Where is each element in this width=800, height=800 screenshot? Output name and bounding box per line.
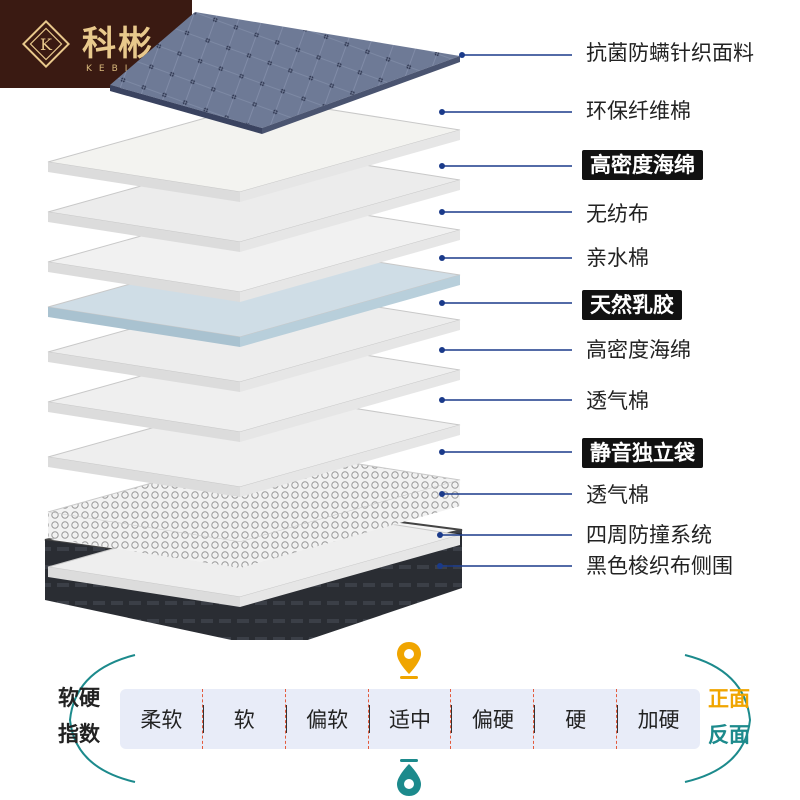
level-tick xyxy=(367,689,369,749)
layer-label: 透气棉 xyxy=(586,483,649,507)
level-separator xyxy=(617,705,619,733)
level-separator xyxy=(534,705,536,733)
scale-title-line2: 指数 xyxy=(58,722,100,746)
location-pin-icon xyxy=(397,642,421,679)
scale-arcs xyxy=(68,654,752,783)
layer-label: 天然乳胶 xyxy=(582,290,682,320)
firmness-level: 软 xyxy=(233,708,255,732)
layer-sheet xyxy=(47,449,461,568)
level-tick xyxy=(533,689,535,749)
layer-label: 透气棉 xyxy=(586,389,649,413)
leader-dot xyxy=(439,109,445,115)
layer-label: 抗菌防螨针织面料 xyxy=(586,41,754,65)
layer-label: 高密度海绵 xyxy=(586,338,691,362)
leader-dot xyxy=(459,52,465,58)
level-tick xyxy=(616,689,618,749)
firmness-level: 硬 xyxy=(565,708,587,732)
leader-dot xyxy=(439,209,445,215)
level-tick xyxy=(450,689,452,749)
leader-dot xyxy=(439,397,445,403)
leader-dot xyxy=(439,347,445,353)
layer-label: 黑色梭织布侧围 xyxy=(586,554,733,578)
layer-sheet xyxy=(47,99,461,202)
firmness-scale: 软硬 指数 柔软 软 偏软 适中 偏硬 硬 加硬 正面 反面 xyxy=(0,640,800,800)
back-side-label: 反面 xyxy=(708,723,750,747)
front-side-label: 正面 xyxy=(708,687,750,711)
mattress-layer-stack xyxy=(44,12,572,640)
layer-label: 四周防撞系统 xyxy=(586,523,712,547)
firmness-level: 加硬 xyxy=(637,708,680,732)
scale-title-line1: 软硬 xyxy=(58,686,100,710)
brand-name: 科彬 xyxy=(82,24,154,64)
firmness-level: 柔软 xyxy=(140,708,183,732)
firmness-level: 偏软 xyxy=(306,708,349,732)
firmness-bar: 柔软 软 偏软 适中 偏硬 硬 加硬 xyxy=(120,689,700,749)
leader-dot xyxy=(439,255,445,261)
layer-label: 高密度海绵 xyxy=(582,150,703,180)
level-tick xyxy=(201,689,203,749)
leader-dot xyxy=(437,532,443,538)
firmness-level: 适中 xyxy=(388,708,431,732)
level-separator xyxy=(368,705,370,733)
level-separator xyxy=(285,705,287,733)
level-separator xyxy=(451,705,453,733)
brand-emblem-icon: K xyxy=(22,20,70,68)
leader-dot xyxy=(437,563,443,569)
layer-label: 亲水棉 xyxy=(586,246,649,270)
leader-dot xyxy=(439,300,445,306)
leader-dot xyxy=(439,449,445,455)
drop-pin-icon xyxy=(397,759,421,796)
firmness-level: 偏硬 xyxy=(471,708,514,732)
level-tick xyxy=(284,689,286,749)
leader-dot xyxy=(439,163,445,169)
leader-dot xyxy=(439,491,445,497)
top-cover xyxy=(110,12,460,134)
layer-label: 环保纤维棉 xyxy=(586,99,691,123)
layer-label: 无纺布 xyxy=(586,202,649,226)
emblem-letter: K xyxy=(40,35,53,54)
brand-name-en: KEBIN xyxy=(86,64,149,74)
level-separator xyxy=(202,705,204,733)
layer-label: 静音独立袋 xyxy=(582,438,703,468)
